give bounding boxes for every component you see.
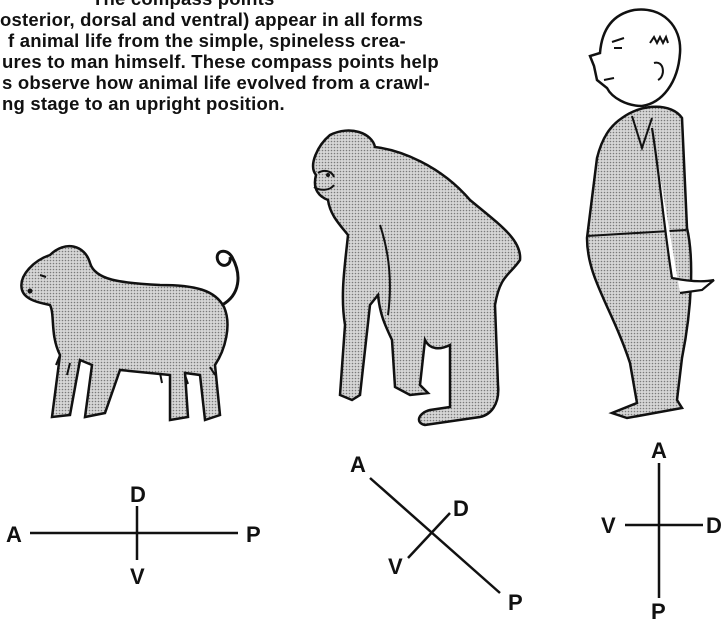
paragraph-line-3: f animal life from the simple, spineless… bbox=[8, 30, 470, 51]
dog-compass: A P D V bbox=[0, 478, 275, 588]
ventral-label: V bbox=[388, 554, 403, 579]
ape-compass: A P D V bbox=[340, 448, 540, 618]
man-illustration bbox=[582, 8, 717, 423]
paragraph-line-5: s observe how animal life evolved from a… bbox=[2, 72, 470, 93]
dog-illustration bbox=[10, 235, 260, 440]
man-compass: A P V D bbox=[595, 438, 722, 623]
ape-illustration bbox=[300, 125, 530, 430]
dorsal-label: D bbox=[453, 496, 469, 521]
posterior-label: P bbox=[651, 599, 666, 623]
posterior-label: P bbox=[246, 522, 261, 547]
paragraph-line-4: ures to man himself. These compass point… bbox=[2, 51, 470, 72]
anterior-label: A bbox=[350, 452, 366, 477]
paragraph-line-2: osterior, dorsal and ventral) appear in … bbox=[0, 9, 470, 30]
paragraph-line-6: ng stage to an upright position. bbox=[2, 93, 470, 114]
dorsal-label: D bbox=[130, 482, 146, 507]
anterior-label: A bbox=[6, 522, 22, 547]
paragraph-line-1: The compass points bbox=[92, 0, 470, 9]
anterior-label: A bbox=[651, 438, 667, 463]
ventral-label: V bbox=[130, 564, 145, 588]
dorsal-label: D bbox=[706, 513, 722, 538]
posterior-label: P bbox=[508, 590, 523, 615]
intro-paragraph: The compass points osterior, dorsal and … bbox=[0, 0, 470, 114]
ventral-label: V bbox=[601, 513, 616, 538]
